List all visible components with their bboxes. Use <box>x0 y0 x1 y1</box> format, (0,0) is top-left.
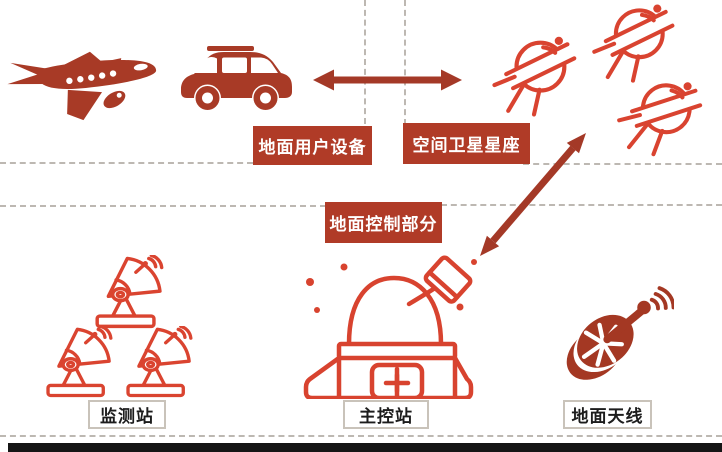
divider-control-segment-left <box>0 205 326 207</box>
ground-antenna-label: 地面天线 <box>563 400 652 429</box>
divider-control-segment-right <box>441 204 722 206</box>
satellite-icon <box>592 4 675 83</box>
car-icon <box>181 46 292 110</box>
double-arrow-diagonal-icon <box>480 133 586 256</box>
ground-control-segment-label: 地面控制部分 <box>325 202 442 243</box>
divider-bottom <box>0 435 722 437</box>
master-control-station-label: 主控站 <box>343 400 429 429</box>
divider-vertical-left <box>364 0 366 124</box>
space-satellite-constellation-label: 空间卫星星座 <box>403 123 530 164</box>
divider-user-segment-left <box>0 162 253 164</box>
satellite-icon <box>492 36 577 117</box>
double-arrow-horizontal-icon <box>313 69 462 91</box>
ground-user-equipment-label: 地面用户设备 <box>253 126 372 165</box>
divider-vertical-right <box>404 0 406 125</box>
monitoring-station-label: 监测站 <box>88 400 166 429</box>
divider-satellite-segment-right <box>523 163 722 165</box>
dish-icon <box>46 326 113 398</box>
dish-icon <box>95 255 164 329</box>
airplane-icon <box>7 51 157 121</box>
bottom-border-bar <box>8 443 722 452</box>
ground-antenna-icon <box>566 286 674 380</box>
satellite-icon <box>617 82 703 157</box>
observatory-icon <box>303 255 477 399</box>
dish-icon <box>126 326 193 398</box>
